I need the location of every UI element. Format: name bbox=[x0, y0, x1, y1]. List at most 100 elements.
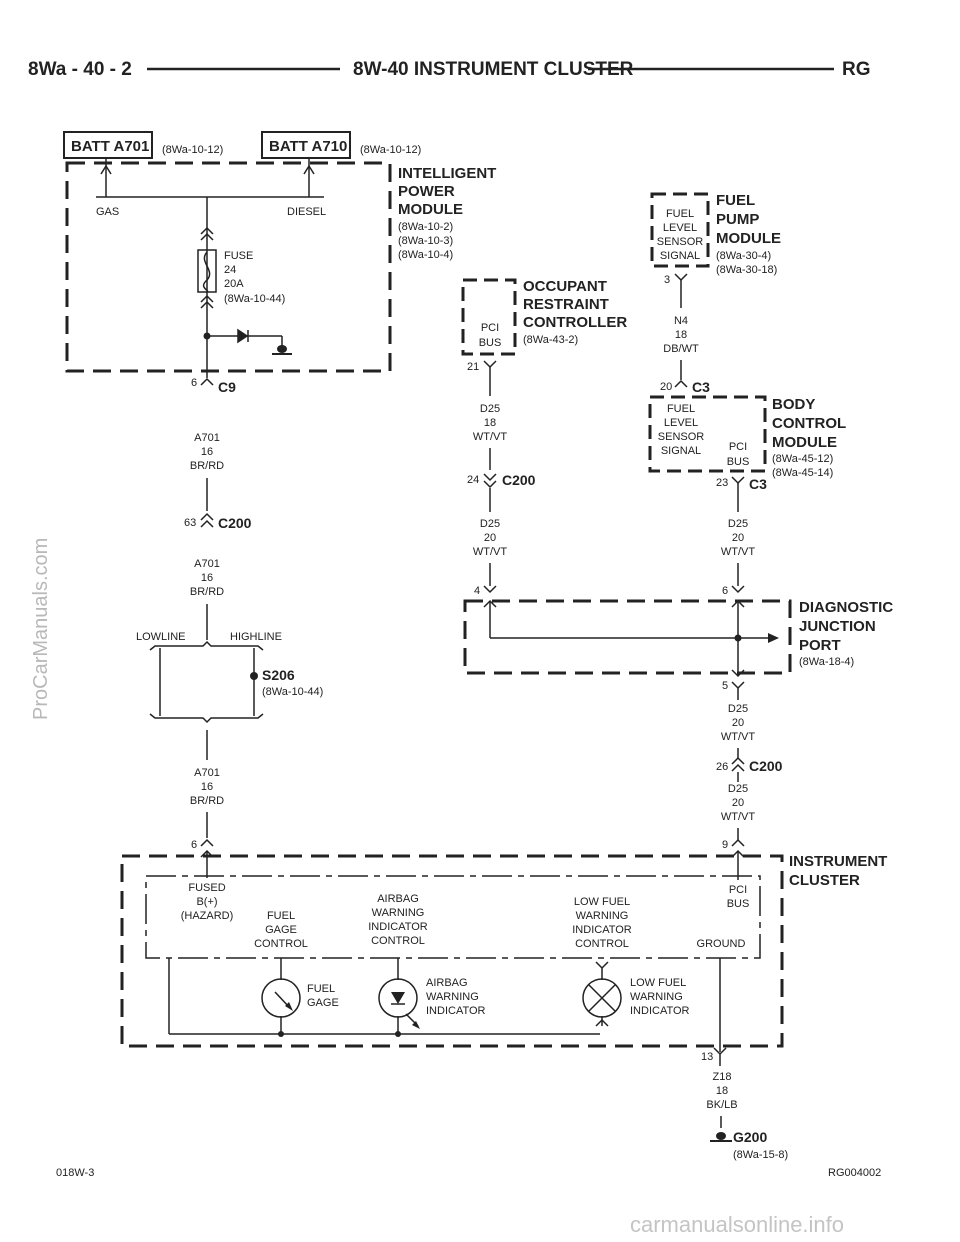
fpm-title-1: FUEL bbox=[716, 192, 755, 209]
splice-lowline: LOWLINE bbox=[136, 631, 186, 643]
wire-z18-gauge: 18 bbox=[716, 1085, 728, 1097]
cluster-ground: GROUND bbox=[697, 938, 746, 950]
cluster-box bbox=[120, 854, 784, 1048]
watermark-bottom: carmanualsonline.info bbox=[630, 1212, 844, 1237]
wire-z18-id: Z18 bbox=[713, 1071, 732, 1083]
dlc-pin-b: 6 bbox=[722, 585, 728, 597]
bcm-box bbox=[648, 395, 767, 473]
airbag-ind-3: INDICATOR bbox=[426, 1005, 486, 1017]
fuse-label-4: (8Wa-10-44) bbox=[224, 293, 285, 305]
c200-pin-26: 26 bbox=[716, 761, 728, 773]
bcm-conn-bottom: C3 bbox=[749, 476, 767, 492]
c9-pin: 6 bbox=[191, 377, 197, 389]
wire-a701-2-gauge: 16 bbox=[201, 572, 213, 584]
c200-connector-2: C200 bbox=[502, 472, 536, 488]
header-left: 8Wa - 40 - 2 bbox=[28, 59, 132, 80]
c200-pin-24: 24 bbox=[467, 474, 479, 486]
fpm-pin-label-1: FUEL bbox=[666, 208, 694, 220]
cluster-title-1: INSTRUMENT bbox=[789, 853, 887, 870]
bcm-pin-label-a-3: SENSOR bbox=[658, 431, 705, 443]
airbag-control-2: WARNING bbox=[372, 907, 425, 919]
ipm-box bbox=[65, 161, 392, 373]
orc-title-3: CONTROLLER bbox=[523, 314, 627, 331]
fuel-pump-box bbox=[650, 192, 710, 268]
dlc-ref: (8Wa-18-4) bbox=[799, 656, 854, 668]
wire-a701-2-id: A701 bbox=[194, 558, 220, 570]
bcm-title-1: BODY bbox=[772, 396, 815, 413]
fuse-label-2: 24 bbox=[224, 264, 236, 276]
orc-pin: 21 bbox=[467, 361, 479, 373]
ipm-title-1: INTELLIGENT bbox=[398, 165, 496, 182]
ground-ref: (8Wa-15-8) bbox=[733, 1149, 788, 1161]
splice-ref: (8Wa-10-44) bbox=[262, 686, 323, 698]
batt-a701-ref: (8Wa-10-12) bbox=[162, 144, 223, 156]
ground-g200: G200 bbox=[733, 1129, 767, 1145]
wire-a701-3-id: A701 bbox=[194, 767, 220, 779]
splice-s206: S206 bbox=[262, 667, 295, 683]
bcm-pin-a: 20 bbox=[660, 381, 672, 393]
fuel-gage-icon bbox=[261, 978, 301, 1018]
wire-d25-20-a-color: WT/VT bbox=[473, 546, 507, 558]
footer-right: RG004002 bbox=[828, 1167, 881, 1179]
wire-a701-2-color: BR/RD bbox=[190, 586, 224, 598]
low-fuel-lamp-icon bbox=[582, 978, 622, 1018]
ipm-diesel: DIESEL bbox=[287, 206, 326, 218]
fpm-title-2: PUMP bbox=[716, 211, 759, 228]
ipm-ref-1: (8Wa-10-2) bbox=[398, 221, 453, 233]
bcm-title-2: CONTROL bbox=[772, 415, 846, 432]
dlc-title-1: DIAGNOSTIC bbox=[799, 599, 893, 616]
wire-d25-18-id: D25 bbox=[480, 403, 500, 415]
fpm-title-3: MODULE bbox=[716, 230, 781, 247]
cluster-pin-b: 9 bbox=[722, 839, 728, 851]
fuel-gage-control-3: CONTROL bbox=[254, 938, 308, 950]
wire-n4-id: N4 bbox=[674, 315, 688, 327]
fpm-pin-label-2: LEVEL bbox=[663, 222, 697, 234]
orc-pin-label-1: PCI bbox=[481, 322, 499, 334]
ground-icon bbox=[716, 1132, 726, 1140]
fuel-gage-control-2: GAGE bbox=[265, 924, 297, 936]
orc-title-1: OCCUPANT bbox=[523, 278, 607, 295]
wire-a701-1-id: A701 bbox=[194, 432, 220, 444]
fuel-gage-1: FUEL bbox=[307, 983, 335, 995]
fpm-ref-1: (8Wa-30-4) bbox=[716, 250, 771, 262]
cluster-pin-c: 13 bbox=[701, 1051, 713, 1063]
ipm-gas: GAS bbox=[96, 206, 119, 218]
wire-d25-20-b-color: WT/VT bbox=[721, 546, 755, 558]
fpm-ref-2: (8Wa-30-18) bbox=[716, 264, 777, 276]
wire-n4-color: DB/WT bbox=[663, 343, 699, 355]
airbag-control-1: AIRBAG bbox=[377, 893, 419, 905]
dlc-title-3: PORT bbox=[799, 637, 841, 654]
cluster-fused-3: (HAZARD) bbox=[181, 910, 234, 922]
c200-connector-3: C200 bbox=[749, 758, 783, 774]
cluster-title-2: CLUSTER bbox=[789, 872, 860, 889]
header-right: RG bbox=[842, 59, 871, 80]
bcm-pin-label-b-1: PCI bbox=[729, 441, 747, 453]
bcm-pin-label-a-1: FUEL bbox=[667, 403, 695, 415]
batt-a701-label: BATT A701 bbox=[71, 138, 149, 155]
bcm-pin-label-b-2: BUS bbox=[727, 456, 750, 468]
wire-d25-20-a-id: D25 bbox=[480, 518, 500, 530]
lowfuel-ind-2: WARNING bbox=[630, 991, 683, 1003]
lowfuel-ind-1: LOW FUEL bbox=[630, 977, 686, 989]
wire-z18-color: BK/LB bbox=[706, 1099, 737, 1111]
fpm-pin-label-4: SIGNAL bbox=[660, 250, 700, 262]
lowfuel-ind-3: INDICATOR bbox=[630, 1005, 690, 1017]
watermark-side: ProCarManuals.com bbox=[30, 538, 52, 720]
wire-d25-20-c-gauge: 20 bbox=[732, 717, 744, 729]
dlc-title-2: JUNCTION bbox=[799, 618, 876, 635]
airbag-control-3: INDICATOR bbox=[368, 921, 428, 933]
orc-title-2: RESTRAINT bbox=[523, 296, 609, 313]
lowfuel-control-3: INDICATOR bbox=[572, 924, 632, 936]
bcm-ref-1: (8Wa-45-12) bbox=[772, 453, 833, 465]
wire-d25-20-a-gauge: 20 bbox=[484, 532, 496, 544]
airbag-ind-1: AIRBAG bbox=[426, 977, 468, 989]
wire-a701-1-color: BR/RD bbox=[190, 460, 224, 472]
cluster-fused-2: B(+) bbox=[196, 896, 217, 908]
wire-d25-20-d-id: D25 bbox=[728, 783, 748, 795]
dlc-pin-a: 4 bbox=[474, 585, 480, 597]
wire-d25-20-b-id: D25 bbox=[728, 518, 748, 530]
cluster-pin-a: 6 bbox=[191, 839, 197, 851]
orc-box bbox=[461, 278, 517, 356]
lowfuel-control-1: LOW FUEL bbox=[574, 896, 630, 908]
